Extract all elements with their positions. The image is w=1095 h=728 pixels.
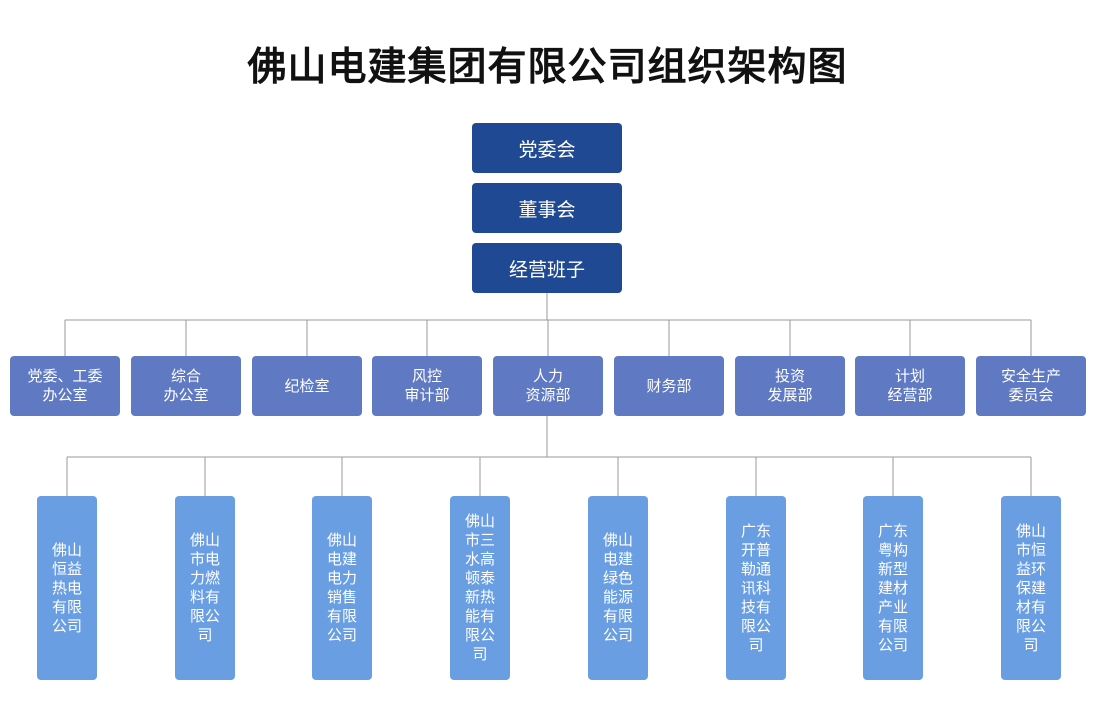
sub-sanshui-thermal: 佛山市三水高顿泰新热能有限公司: [450, 496, 510, 680]
dept-human-resources: 人力 资源部: [493, 356, 603, 416]
dept-investment-development: 投资 发展部: [735, 356, 845, 416]
sub-yuegou-materials: 广东粤构新型建材产业有限公司: [863, 496, 923, 680]
sub-power-sales: 佛山电建电力销售有限公司: [312, 496, 372, 680]
box-party-committee: 党委会: [472, 123, 622, 173]
dept-finance: 财务部: [614, 356, 724, 416]
sub-hengyi-thermal: 佛山恒益热电有限公司: [37, 496, 97, 680]
dept-safety-committee: 安全生产 委员会: [976, 356, 1086, 416]
dept-party-union-office: 党委、工委 办公室: [10, 356, 120, 416]
sub-kepler-telecom: 广东开普勒通讯科技有限公司: [726, 496, 786, 680]
box-board-of-directors: 董事会: [472, 183, 622, 233]
sub-hengyi-eco-materials: 佛山市恒益环保建材有限公司: [1001, 496, 1061, 680]
chart-title: 佛山电建集团有限公司组织架构图: [247, 45, 848, 90]
dept-planning-operations: 计划 经营部: [855, 356, 965, 416]
dept-discipline-office: 纪检室: [252, 356, 362, 416]
box-management-team: 经营班子: [472, 243, 622, 293]
dept-general-office: 综合 办公室: [131, 356, 241, 416]
dept-risk-audit: 风控 审计部: [372, 356, 482, 416]
sub-power-fuel: 佛山市电力燃料有限公司: [175, 496, 235, 680]
sub-green-energy: 佛山电建绿色能源有限公司: [588, 496, 648, 680]
